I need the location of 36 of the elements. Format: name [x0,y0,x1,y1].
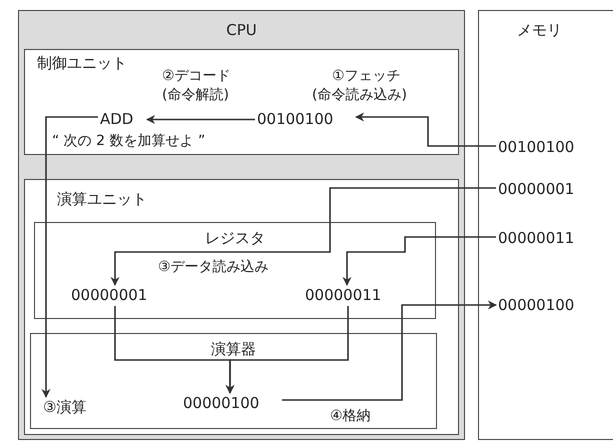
register-box [34,222,436,319]
binary-value: 00000100 [183,395,280,412]
heading-text: 演算器 [210,340,257,358]
step-label: ①フェッチ [332,68,401,84]
arrow [110,187,496,286]
arrow [42,116,98,398]
step-label: (命令読み込み) [312,87,407,103]
arrow [226,306,349,394]
heading-text: レジスタ [204,229,266,247]
binary-value: 00000011 [305,287,398,304]
step-label: ③演算 [43,399,95,416]
binary-value: 00000100 [498,297,595,314]
step-label: ②デコード [162,68,231,84]
heading-text: メモリ [517,21,562,39]
cpu-box [18,10,465,440]
binary-value: 00100100 [257,111,354,128]
binary-value: 00000001 [498,181,595,198]
heading-text: 制御ユニット [37,54,127,72]
arrow [146,115,255,124]
heading-text: CPU [225,21,258,39]
memory-box [478,10,613,440]
binary-value: 00100100 [498,139,595,156]
instruction-text: ADD [100,111,145,128]
arrow [282,300,497,401]
step-label: ④格納 [330,408,371,424]
note-text: “ 次の 2 数を加算せよ ” [52,133,206,149]
step-label: (命令解読) [162,87,229,103]
control-unit-box [24,49,459,155]
arrow [342,236,496,286]
alu-box [30,333,437,429]
heading-text: 演算ユニット [57,190,147,208]
arrow [355,112,496,147]
arithmetic-unit-box [24,179,459,435]
binary-value: 00000011 [498,230,595,247]
step-label: ③データ読み込み [158,259,269,275]
binary-value: 00000001 [71,287,164,304]
